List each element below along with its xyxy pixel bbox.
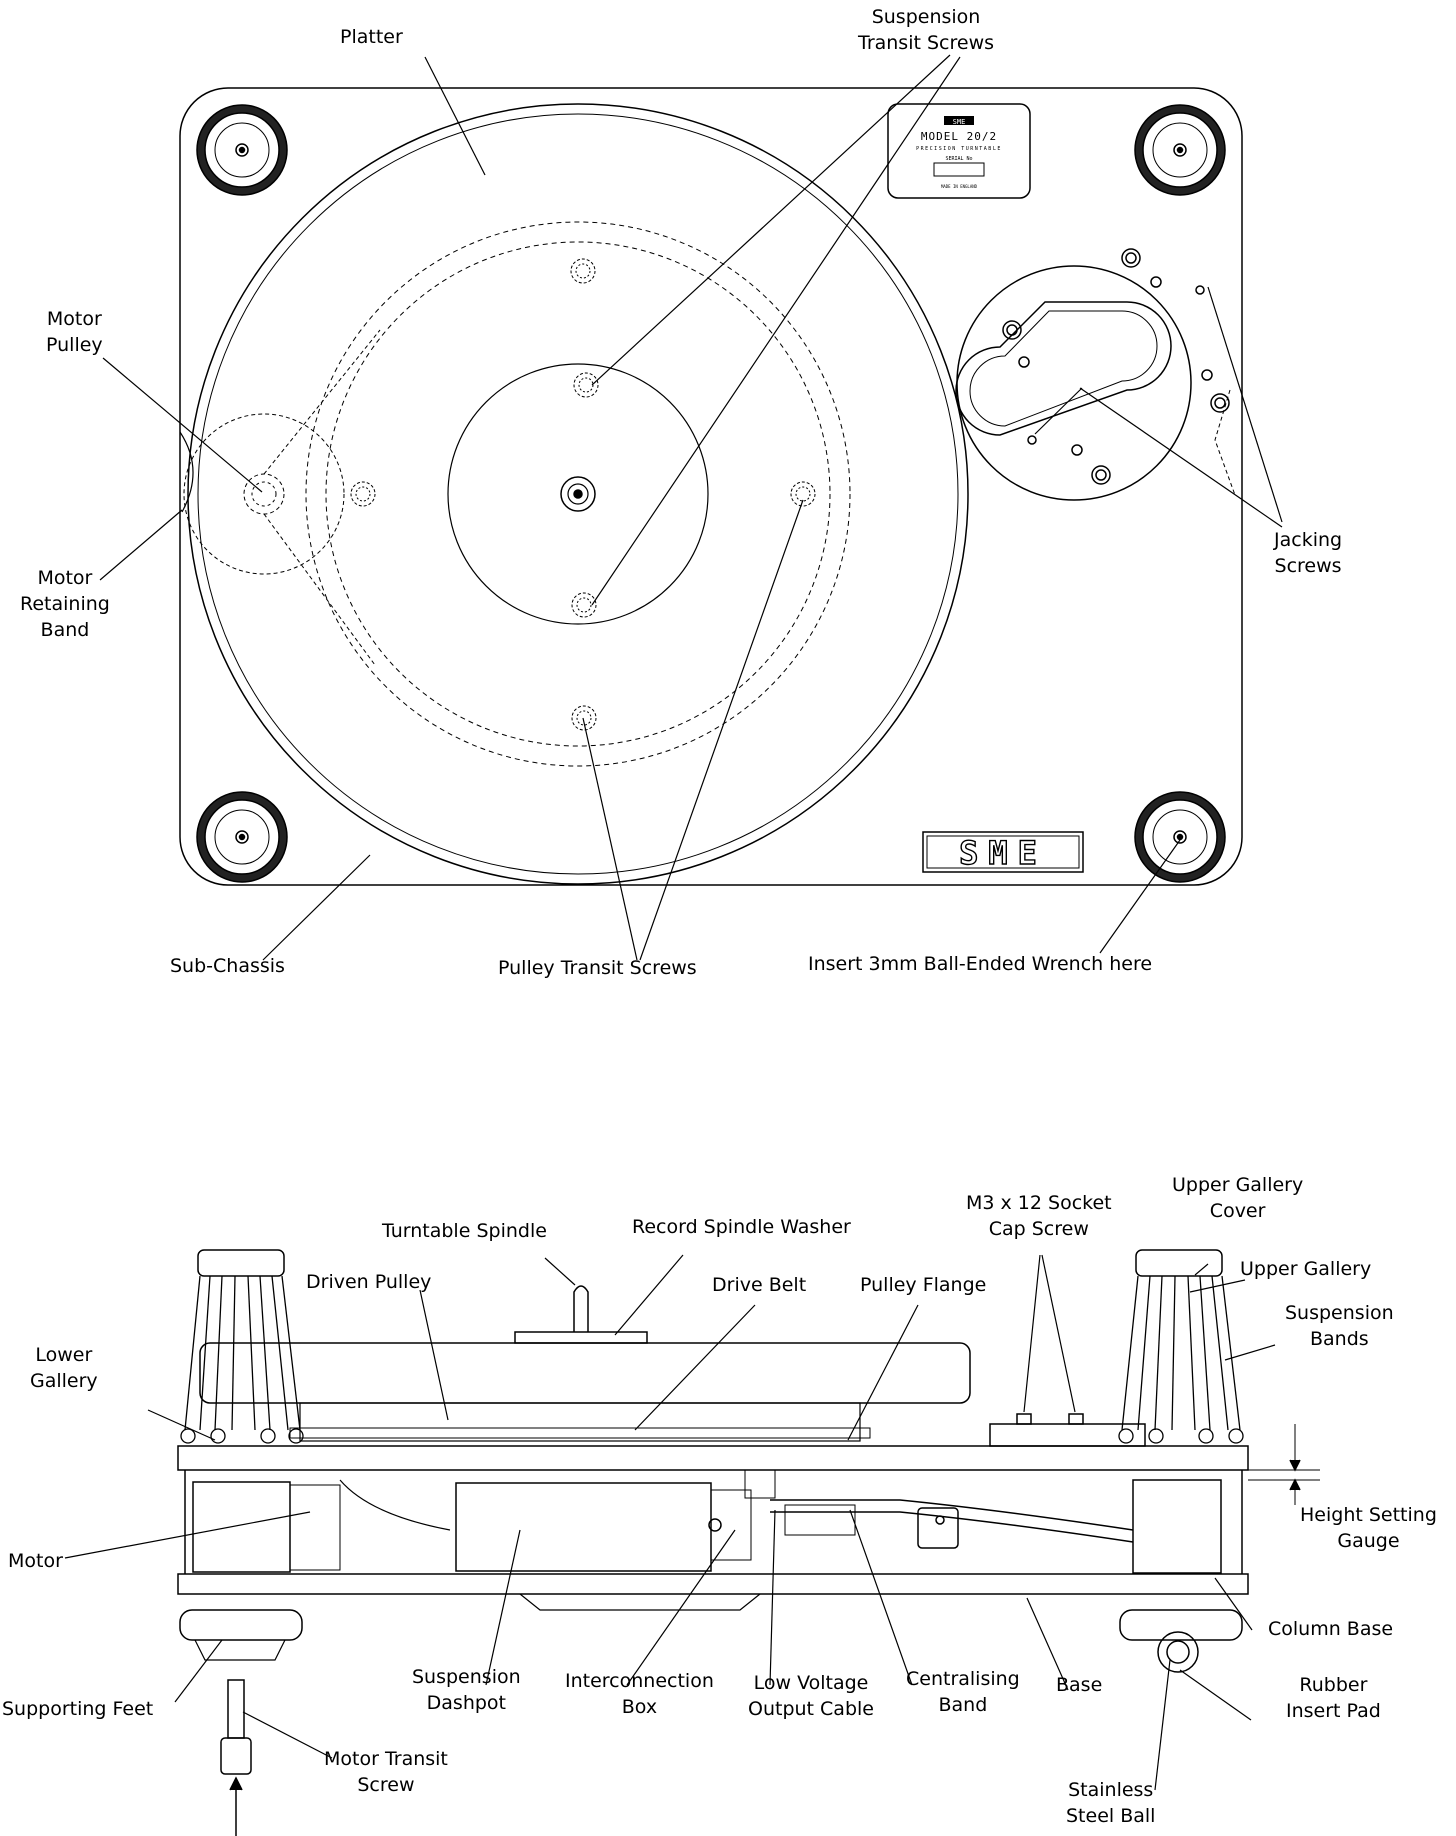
motor-pulley-outline (183, 413, 345, 575)
base-plate (177, 1573, 1249, 1595)
nameplate-model: MODEL 20/2 (921, 130, 997, 143)
upper-gallery-cover-left (197, 1249, 285, 1277)
motor-transit-screw (227, 1679, 245, 1739)
suspension-bands-left (180, 1275, 304, 1444)
nameplate-origin: MADE IN ENGLAND (941, 184, 978, 189)
label-supporting-feet: Supporting Feet (2, 1698, 154, 1720)
upper-gallery-cover-right (1135, 1249, 1223, 1277)
sme-logo: SME (959, 834, 1047, 872)
nameplate-subtitle: PRECISION TURNTABLE (916, 146, 1002, 152)
top-view: SME MODEL 20/2 PRECISION TURNTABLE SERIA… (179, 87, 1243, 886)
motor-notch (179, 431, 194, 513)
record-spindle-washer (514, 1331, 648, 1344)
label-pulley-flange: Pulley Flange (860, 1274, 987, 1296)
corner-foot-tr (1134, 104, 1226, 196)
transit-screw-upper (573, 372, 599, 398)
nameplate (887, 103, 1031, 199)
motor-housing (192, 1481, 291, 1573)
corner-foot-tl (196, 104, 288, 196)
label-driven-pulley: Driven Pulley (306, 1271, 432, 1293)
supporting-foot-right (1119, 1609, 1243, 1641)
low-voltage-cable (770, 1499, 1134, 1531)
column-base-right (1132, 1479, 1222, 1574)
spindle-hub (560, 476, 596, 512)
top-leaders (99, 54, 1283, 961)
label-platter: Platter (340, 26, 403, 48)
platter-side (199, 1342, 971, 1404)
transit-screw-top (570, 258, 596, 284)
label-base: Base (1056, 1674, 1103, 1696)
transit-screw-left (350, 481, 376, 507)
armboard-side (989, 1423, 1146, 1447)
label-pulley-transit-screws: Pulley Transit Screws (498, 957, 697, 979)
record-mat (447, 363, 709, 625)
turntable-spindle (573, 1285, 589, 1332)
corner-foot-bl (196, 791, 288, 883)
nameplate-brand: SME (953, 118, 966, 126)
label-motor: Motor (8, 1550, 63, 1572)
label-sub-chassis: Sub-Chassis (170, 955, 285, 977)
sub-chassis-outline (179, 87, 1243, 886)
nameplate-serial: SERIAL No (945, 156, 972, 162)
rubber-insert-pad (1157, 1631, 1199, 1673)
label-turntable-spindle: Turntable Spindle (382, 1220, 547, 1242)
side-leaders (64, 1254, 1276, 1791)
label-insert-wrench: Insert 3mm Ball-Ended Wrench here (808, 953, 1153, 975)
armboard-slot (955, 301, 1172, 436)
label-record-spindle-washer: Record Spindle Washer (632, 1216, 851, 1238)
label-upper-gallery: Upper Gallery (1240, 1258, 1372, 1280)
suspension-bands-right (1118, 1275, 1244, 1444)
armboard (956, 265, 1192, 501)
platter-outline (187, 103, 969, 885)
corner-foot-br (1134, 791, 1226, 883)
sub-chassis-plate (177, 1445, 1249, 1471)
transit-screw-right (790, 481, 816, 507)
sme-logo-frame (922, 831, 1084, 873)
suspension-dashpot-box (455, 1482, 712, 1572)
label-column-base: Column Base (1268, 1618, 1394, 1640)
label-drive-belt: Drive Belt (712, 1274, 807, 1296)
supporting-foot-left (179, 1609, 303, 1641)
transit-screw-bottom (571, 705, 597, 731)
side-view (177, 1249, 1320, 1836)
